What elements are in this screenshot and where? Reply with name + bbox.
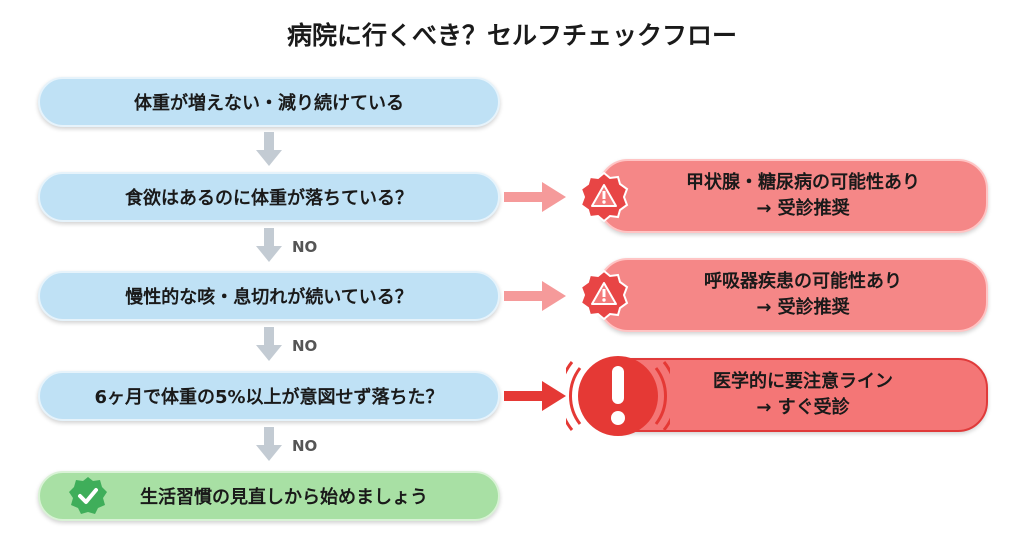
check-badge-icon bbox=[69, 477, 107, 514]
warning-icon bbox=[579, 171, 629, 223]
down-arrow-icon bbox=[256, 427, 282, 461]
result-line1: 呼吸器疾患の可能性あり bbox=[704, 271, 902, 292]
step-question-3: 6ヶ月で体重の5%以上が意図せず落ちた？ bbox=[38, 371, 500, 421]
result-urgent: 医学的に要注意ライン → すぐ受診 bbox=[598, 358, 988, 432]
step-question-2: 慢性的な咳・息切れが続いている？ bbox=[38, 271, 500, 321]
warning-icon bbox=[579, 269, 629, 321]
no-label: NO bbox=[292, 337, 318, 355]
step-label: 6ヶ月で体重の5%以上が意図せず落ちた？ bbox=[94, 387, 444, 408]
step-question-1: 食欲はあるのに体重が落ちている？ bbox=[38, 172, 500, 222]
right-arrow-icon bbox=[504, 381, 566, 411]
result-line1: 医学的に要注意ライン bbox=[713, 371, 893, 392]
down-arrow-icon bbox=[256, 228, 282, 262]
result-line2: → すぐ受診 bbox=[756, 397, 850, 418]
down-arrow-icon bbox=[256, 132, 282, 166]
right-arrow-icon bbox=[504, 182, 566, 212]
step-label: 体重が増えない・減り続けている bbox=[134, 93, 404, 114]
result-line1: 甲状腺・糖尿病の可能性あり bbox=[686, 172, 920, 193]
result-line2: → 受診推奨 bbox=[756, 297, 850, 318]
result-line2: → 受診推奨 bbox=[756, 198, 850, 219]
step-label: 食欲はあるのに体重が落ちている？ bbox=[125, 188, 413, 209]
result-thyroid-diabetes: 甲状腺・糖尿病の可能性あり → 受診推奨 bbox=[598, 159, 988, 233]
alert-exclamation-icon bbox=[566, 356, 670, 436]
right-arrow-icon bbox=[504, 281, 566, 311]
result-respiratory: 呼吸器疾患の可能性あり → 受診推奨 bbox=[598, 258, 988, 332]
step-start: 体重が増えない・減り続けている bbox=[38, 77, 500, 127]
page-title: 病院に行くべき？セルフチェックフロー bbox=[286, 21, 737, 50]
step-label: 慢性的な咳・息切れが続いている？ bbox=[125, 287, 413, 308]
no-label: NO bbox=[292, 238, 318, 256]
final-label: 生活習慣の見直しから始めましょう bbox=[140, 487, 428, 508]
down-arrow-icon bbox=[256, 327, 282, 361]
no-label: NO bbox=[292, 437, 318, 455]
final-recommendation: 生活習慣の見直しから始めましょう bbox=[38, 471, 500, 521]
